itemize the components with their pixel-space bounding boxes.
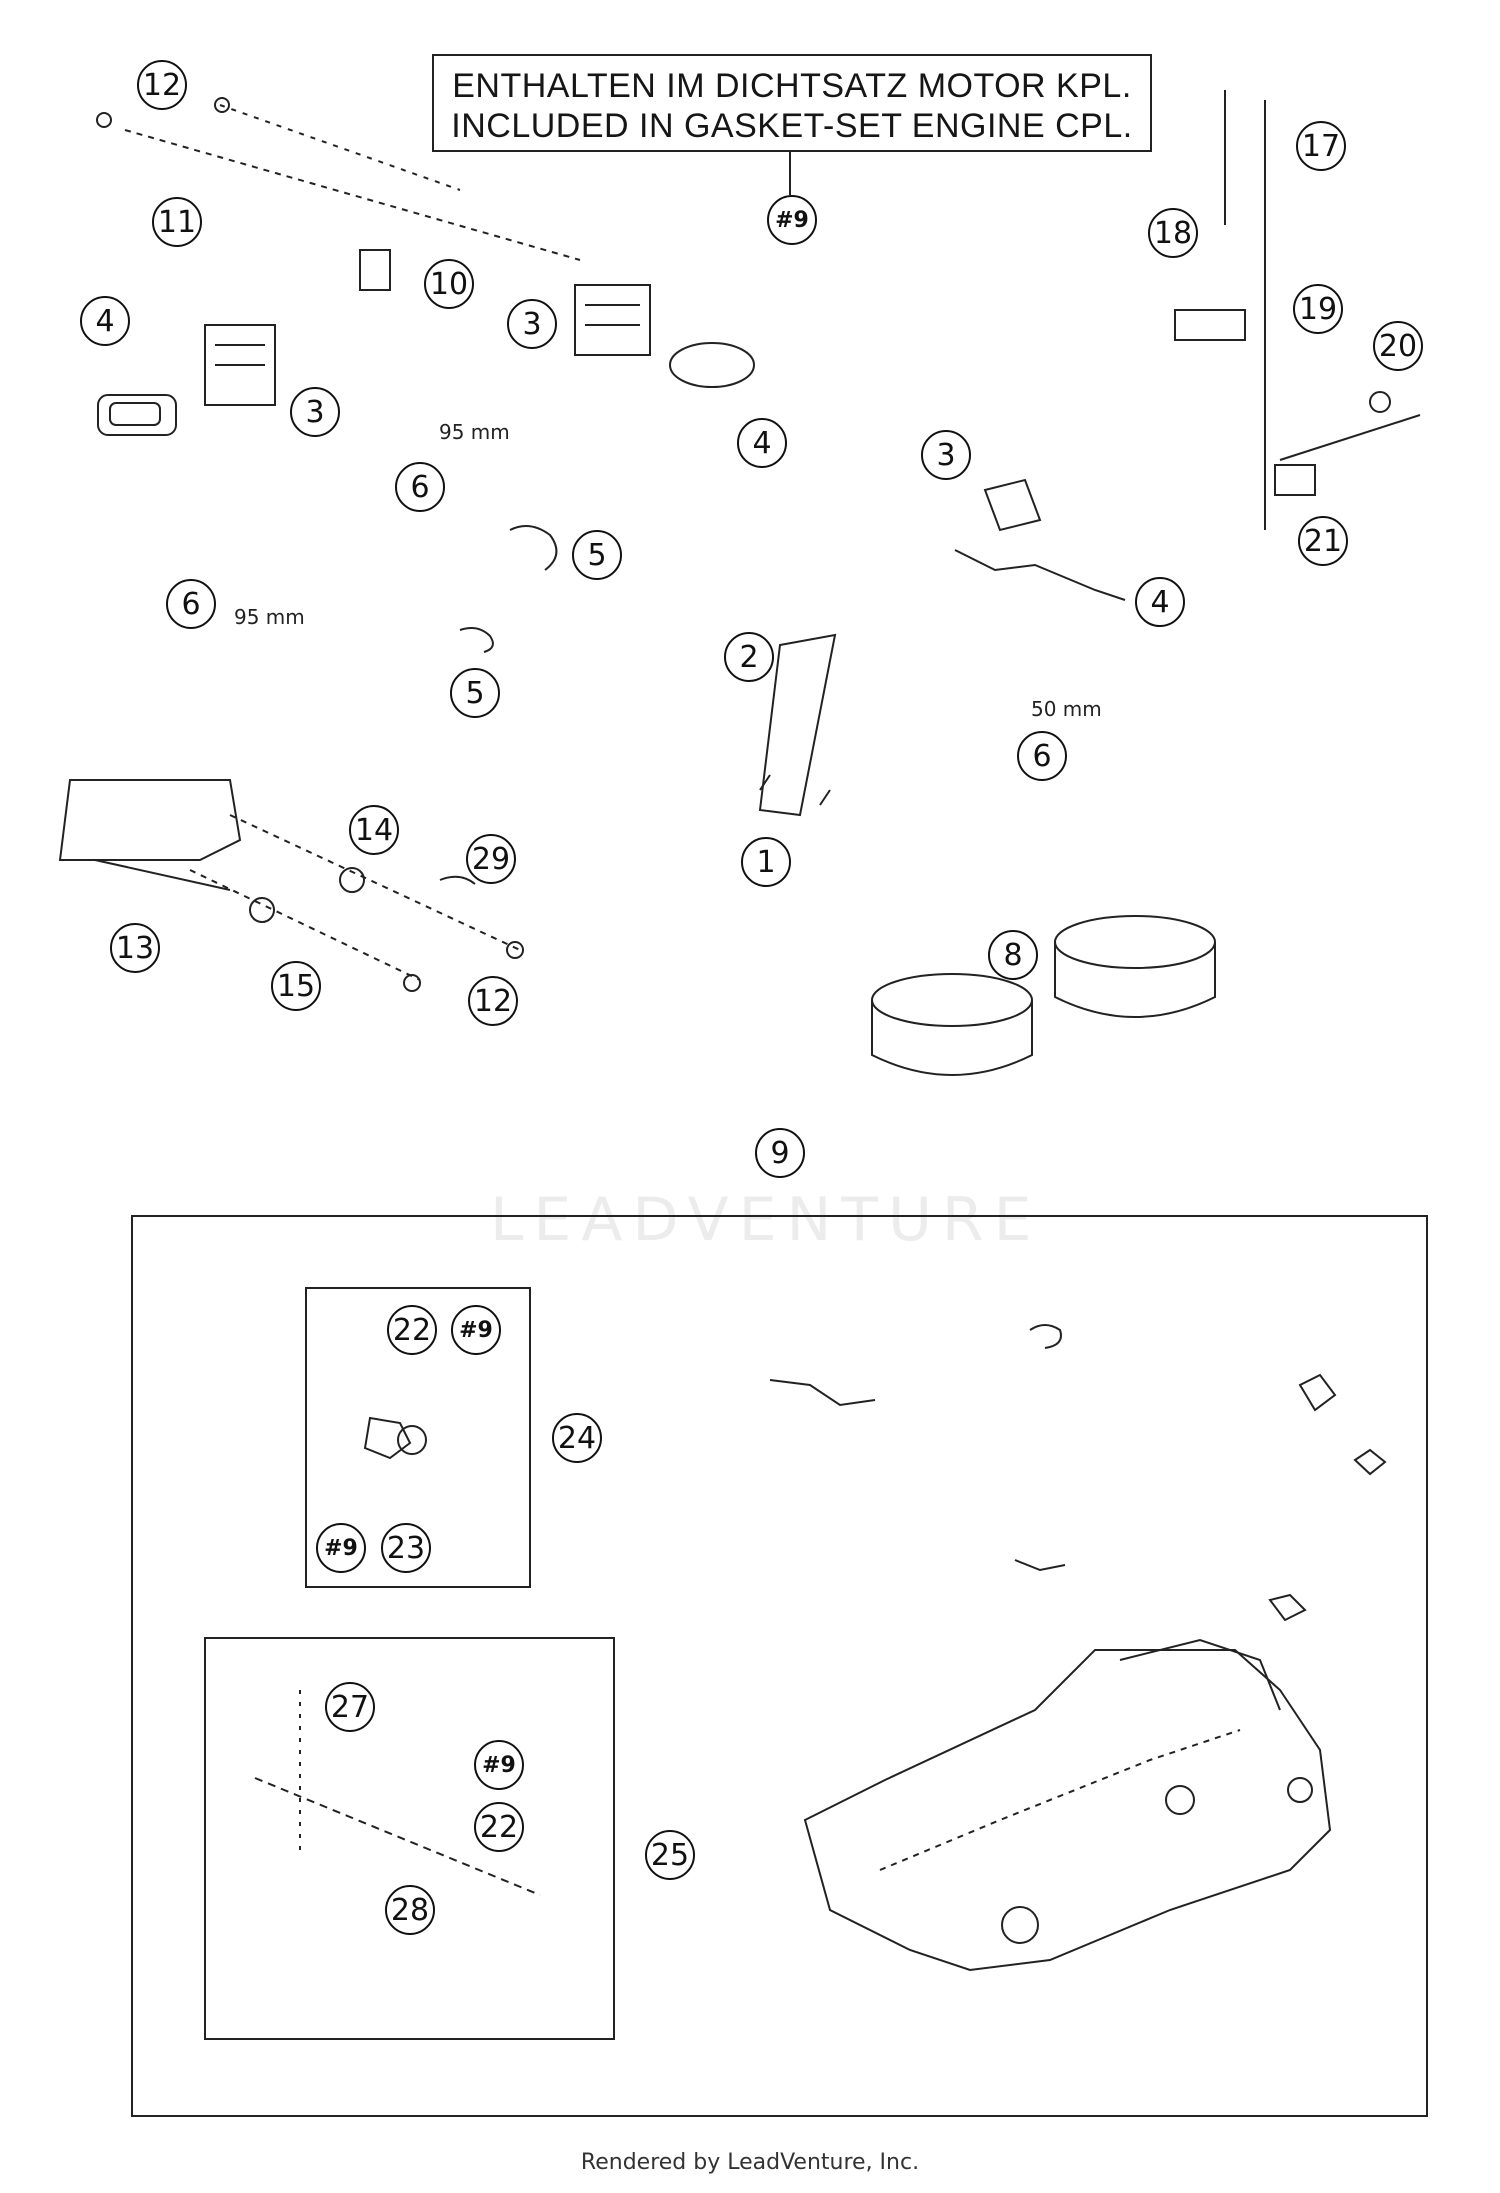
callout-17: 17 [1296, 121, 1346, 171]
part-5-upper [509, 525, 558, 571]
engine-small-part-2 [1029, 1324, 1062, 1349]
callout-14: 14 [349, 805, 399, 855]
engine-assembly [803, 1649, 1332, 1972]
gasket-set-note: ENTHALTEN IM DICHTSATZ MOTOR KPL. INCLUD… [432, 54, 1152, 152]
reference-gasket-set: #9 [474, 1740, 524, 1790]
callout-12: 12 [468, 976, 518, 1026]
part-21 [1274, 464, 1316, 496]
callout-22: 22 [387, 1305, 437, 1355]
callout-15: 15 [271, 961, 321, 1011]
callout-4: 4 [737, 418, 787, 468]
piston-right-body [1054, 942, 1216, 1018]
lever-20 [1279, 414, 1421, 461]
callout-8: 8 [988, 930, 1038, 980]
washer-12-lower [403, 974, 421, 992]
callout-5: 5 [450, 668, 500, 718]
footer-credit: Rendered by LeadVenture, Inc. [580, 2150, 920, 2175]
callout-9: 9 [755, 1128, 805, 1178]
callout-27: 27 [325, 1682, 375, 1732]
callout-18: 18 [1148, 208, 1198, 258]
callout-28: 28 [385, 1885, 435, 1935]
washer-20 [1369, 391, 1391, 413]
subassembly-frame-24 [305, 1287, 531, 1588]
callout-4: 4 [80, 296, 130, 346]
callout-4: 4 [1135, 577, 1185, 627]
callout-11: 11 [152, 197, 202, 247]
engine-kit-frame [131, 1215, 1428, 2117]
clip-29 [439, 875, 476, 885]
bearing-15 [249, 897, 275, 923]
part-4-left [97, 394, 177, 436]
reference-gasket-set: #9 [451, 1305, 501, 1355]
callout-21: 21 [1298, 516, 1348, 566]
piston-left-top [871, 973, 1033, 1027]
shaft-line-upper-2 [219, 104, 461, 191]
bracket-19 [1174, 309, 1246, 341]
engine-small-part-3 [1298, 1373, 1337, 1412]
callout-20: 20 [1373, 321, 1423, 371]
reference-gasket-set: #9 [316, 1523, 366, 1573]
callout-3: 3 [921, 430, 971, 480]
callout-6: 6 [395, 462, 445, 512]
callout-22: 22 [474, 1802, 524, 1852]
bearing-14 [339, 867, 365, 893]
callout-1: 1 [741, 837, 791, 887]
part-3-center [574, 284, 651, 356]
seal-12-lower [506, 941, 524, 959]
part-1-end [759, 774, 831, 806]
bearing-shell-11 [359, 249, 391, 291]
dimension-label: 50 mm [1031, 697, 1102, 721]
callout-23: 23 [381, 1523, 431, 1573]
callout-24: 24 [552, 1413, 602, 1463]
callout-29: 29 [466, 834, 516, 884]
seal-ring-12-top [96, 112, 112, 128]
reference-gasket-set: #9 [767, 195, 817, 245]
dimension-label: 95 mm [234, 605, 305, 629]
engine-small-part-5 [1014, 1559, 1066, 1572]
piston-right-top [1054, 915, 1216, 969]
part-13-block [58, 779, 242, 861]
callout-5: 5 [572, 530, 622, 580]
part-5-lower [459, 627, 494, 653]
subassembly-frame-25 [204, 1637, 615, 2040]
part-4-center [669, 342, 755, 388]
part-2-rod [758, 633, 837, 817]
note-line-english: INCLUDED IN GASKET-SET ENGINE CPL. [451, 107, 1133, 145]
piston-left-body [871, 1000, 1033, 1076]
callout-13: 13 [110, 923, 160, 973]
callout-6: 6 [166, 579, 216, 629]
part-24-detail [363, 1416, 412, 1460]
part-3-right [983, 478, 1042, 532]
callout-3: 3 [290, 387, 340, 437]
note-line-german: ENTHALTEN IM DICHTSATZ MOTOR KPL. [452, 67, 1132, 105]
callout-10: 10 [424, 259, 474, 309]
watermark: LEADVENTURE [490, 1185, 1042, 1255]
callout-12: 12 [137, 60, 187, 110]
engine-small-part-4 [1353, 1448, 1387, 1476]
shaft-line-27 [254, 1777, 541, 1896]
dimension-label: 95 mm [439, 420, 510, 444]
engine-small-part-6 [1268, 1593, 1307, 1622]
seal-ring-12-second [214, 97, 230, 113]
callout-2: 2 [724, 632, 774, 682]
callout-6: 6 [1017, 731, 1067, 781]
callout-19: 19 [1293, 284, 1343, 334]
callout-25: 25 [645, 1830, 695, 1880]
part-4-right [954, 549, 1126, 601]
shaft-line-14 [229, 814, 521, 951]
engine-small-part-1 [769, 1379, 876, 1407]
callout-3: 3 [507, 299, 557, 349]
part-3-left [204, 324, 276, 406]
